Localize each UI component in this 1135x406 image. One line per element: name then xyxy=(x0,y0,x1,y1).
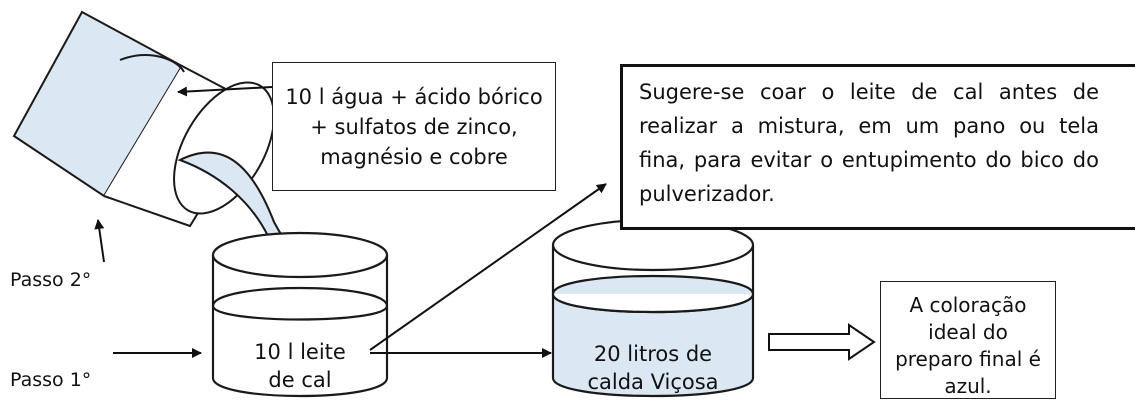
arrow-to-note xyxy=(369,183,607,351)
arrow-to-pouring-container xyxy=(177,86,273,97)
final-label-line-2: calda Viçosa xyxy=(587,370,719,394)
result-line-2: ideal do xyxy=(928,320,1008,344)
final-label: 20 litros de calda Viçosa xyxy=(563,340,743,396)
ingredients-box: 10 l água + ácido bórico + sulfatos de z… xyxy=(272,62,556,191)
lime-label-line-1: 10 l leite xyxy=(254,340,346,364)
final-label-line-1: 20 litros de xyxy=(593,342,713,366)
ingredients-line-1: 10 l água + ácido bórico xyxy=(285,84,543,109)
result-line-4: azul. xyxy=(944,374,992,398)
arrow-step2 xyxy=(94,219,105,263)
note-box: Sugere-se coar o leite de cal antes de r… xyxy=(620,64,1135,230)
block-arrow xyxy=(768,323,876,361)
result-line-3: preparo final é xyxy=(895,347,1041,371)
lime-label: 10 l leite de cal xyxy=(220,338,380,394)
ingredients-line-3: magnésio e cobre xyxy=(320,144,508,169)
step2-label: Passo 2° xyxy=(10,269,92,291)
step1-label: Passo 1° xyxy=(10,369,92,391)
note-text: Sugere-se coar o leite de cal antes de r… xyxy=(639,80,1099,206)
ingredients-line-2: + sulfatos de zinco, xyxy=(310,114,518,139)
lime-container xyxy=(211,231,389,398)
result-line-1: A coloração xyxy=(909,293,1027,317)
result-box: A coloração ideal do preparo final é azu… xyxy=(880,281,1056,399)
final-container xyxy=(551,218,755,398)
lime-label-line-2: de cal xyxy=(268,368,332,392)
